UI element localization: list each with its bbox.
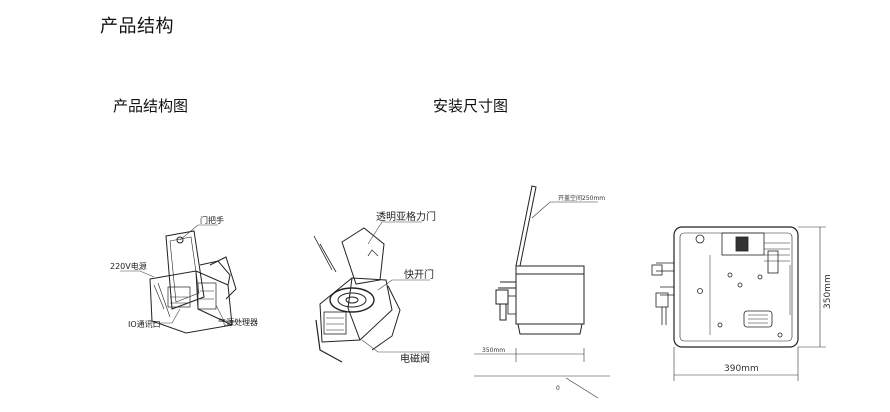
structure-diagram-heading: 产品结构图 (113, 97, 189, 115)
label-dim-390: 390mm (724, 364, 759, 374)
label-quick-door: 快开门 (404, 268, 434, 281)
label-power-220v: 220V电源 (110, 261, 147, 271)
structure-drawing-bowl: 透明亚格力门 快开门 电磁阀 (313, 210, 436, 365)
install-top-view: 390mm 350mm (651, 226, 833, 381)
next-section-heading-cutoff: ... (106, 402, 122, 412)
label-door-handle: 门把手 (200, 215, 224, 225)
label-solenoid-valve: 电磁阀 (400, 352, 430, 365)
install-dimension-heading: 安装尺寸图 (433, 97, 509, 115)
label-dim-350-vertical: 350mm (823, 274, 833, 309)
label-dim-350-horizontal: 350mm (482, 347, 505, 354)
label-open-space: 开盖空间250mm (558, 194, 605, 202)
structure-drawing-open: 门把手 220V电源 IO通讯口 气源处理器 (110, 215, 258, 334)
label-dim-zero: 0 (556, 385, 560, 392)
label-air-processor: 气源处理器 (218, 317, 258, 327)
label-acrylic-door: 透明亚格力门 (376, 210, 436, 223)
install-side-view: 开盖空间250mm 350mm 0 (474, 185, 610, 399)
section-title: 产品结构 (100, 16, 174, 37)
label-io-port: IO通讯口 (128, 319, 161, 329)
